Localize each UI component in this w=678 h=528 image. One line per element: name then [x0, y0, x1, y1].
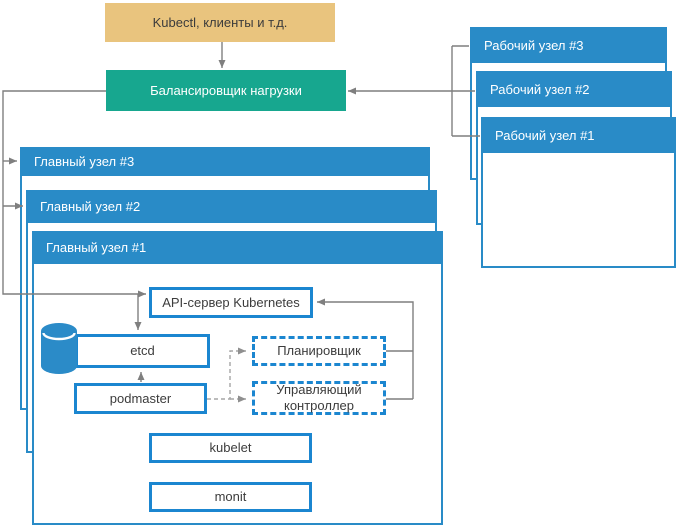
load-balancer-label: Балансировщик нагрузки	[150, 83, 302, 98]
master-node-3-label: Главный узел #3	[34, 154, 135, 169]
master-node-3-header: Главный узел #3	[20, 147, 430, 176]
controller-manager-box: Управляющий контроллер	[252, 381, 386, 415]
worker-node-1: Рабочий узел #1	[481, 117, 676, 268]
scheduler-label: Планировщик	[277, 343, 361, 359]
podmaster-box: podmaster	[74, 383, 207, 414]
worker-node-2-header: Рабочий узел #2	[476, 71, 672, 107]
database-cylinder-icon	[41, 323, 77, 374]
master-node-1: Главный узел #1	[32, 231, 443, 525]
client-label: Kubectl, клиенты и т.д.	[152, 15, 288, 30]
monit-label: monit	[214, 489, 247, 505]
monit-box: monit	[149, 482, 312, 512]
worker-node-1-header: Рабочий узел #1	[481, 117, 676, 153]
kubelet-label: kubelet	[209, 440, 252, 456]
kubelet-box: kubelet	[149, 433, 312, 463]
podmaster-label: podmaster	[109, 390, 172, 406]
load-balancer-box: Балансировщик нагрузки	[106, 70, 346, 111]
worker-node-1-body	[481, 153, 676, 268]
etcd-box: etcd	[75, 334, 210, 368]
master-node-2-label: Главный узел #2	[40, 199, 141, 214]
controller-manager-label: Управляющий контроллер	[276, 382, 362, 413]
etcd-label: etcd	[130, 343, 155, 359]
worker-node-1-label: Рабочий узел #1	[495, 127, 595, 143]
worker-node-3-header: Рабочий узел #3	[470, 27, 667, 63]
master-node-2-header: Главный узел #2	[26, 190, 437, 223]
scheduler-box: Планировщик	[252, 336, 386, 366]
api-server-box: API-сервер Kubernetes	[149, 287, 313, 318]
client-box: Kubectl, клиенты и т.д.	[105, 3, 335, 42]
worker-node-2-label: Рабочий узел #2	[490, 81, 590, 97]
master-node-1-label: Главный узел #1	[46, 240, 147, 255]
api-server-label: API-сервер Kubernetes	[162, 294, 300, 310]
master-node-1-header: Главный узел #1	[32, 231, 443, 264]
worker-node-3-label: Рабочий узел #3	[484, 37, 584, 53]
